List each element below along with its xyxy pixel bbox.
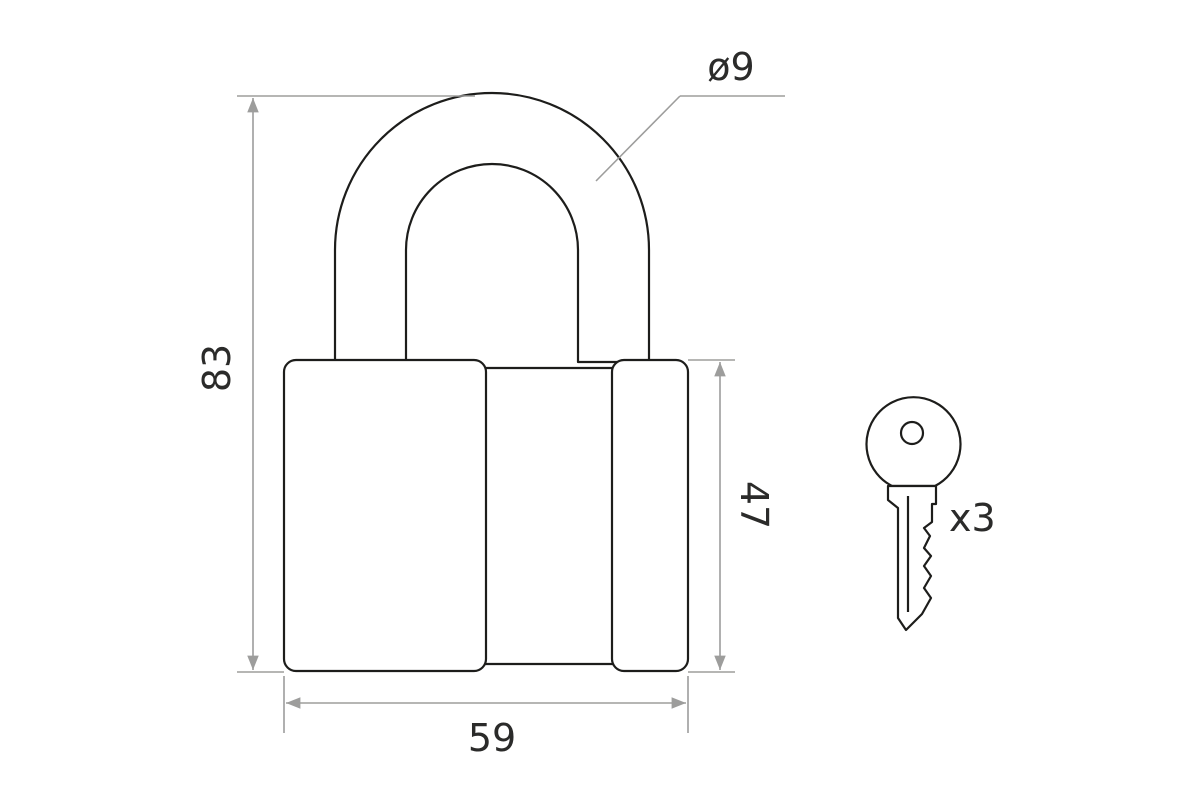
- body-middle-band: [480, 366, 618, 666]
- body-height-label: 47: [732, 481, 776, 529]
- shackle: [333, 91, 651, 364]
- key-count-label: x3: [949, 496, 996, 540]
- dimension-total-height: 83: [195, 95, 475, 673]
- body-left-block: [282, 358, 488, 673]
- total-height-label: 83: [195, 344, 239, 392]
- body-right-block: [610, 358, 690, 673]
- width-label: 59: [468, 716, 516, 760]
- dimension-shackle-diameter: ø9: [595, 45, 785, 182]
- dimension-width: 59: [283, 676, 689, 760]
- shackle-diameter-label: ø9: [707, 45, 754, 89]
- key-hole: [899, 420, 925, 446]
- key-blade: [886, 484, 938, 632]
- key-icon: [865, 396, 962, 632]
- padlock-body: [282, 358, 690, 673]
- dimension-body-height: 47: [688, 359, 776, 673]
